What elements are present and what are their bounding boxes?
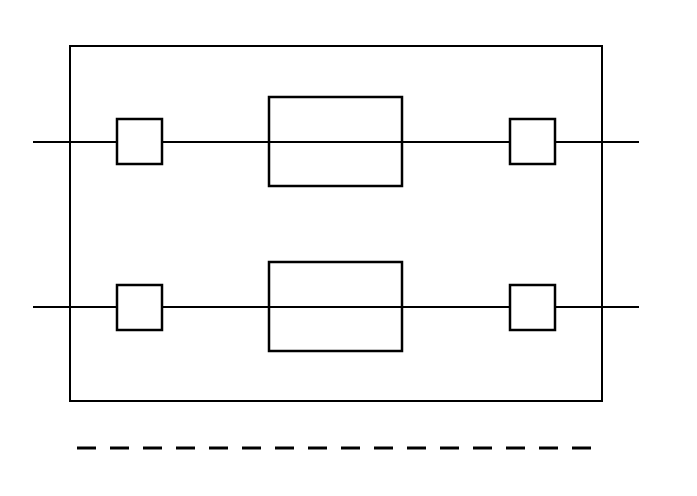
system-boundary-box [69, 45, 603, 402]
top-left-port-square [115, 117, 164, 166]
top-center-block [267, 95, 404, 188]
bottom-center-block [267, 260, 404, 353]
top-right-port-square [508, 117, 557, 166]
bottom-left-port-square [115, 283, 164, 332]
bottom-right-port-square [508, 283, 557, 332]
